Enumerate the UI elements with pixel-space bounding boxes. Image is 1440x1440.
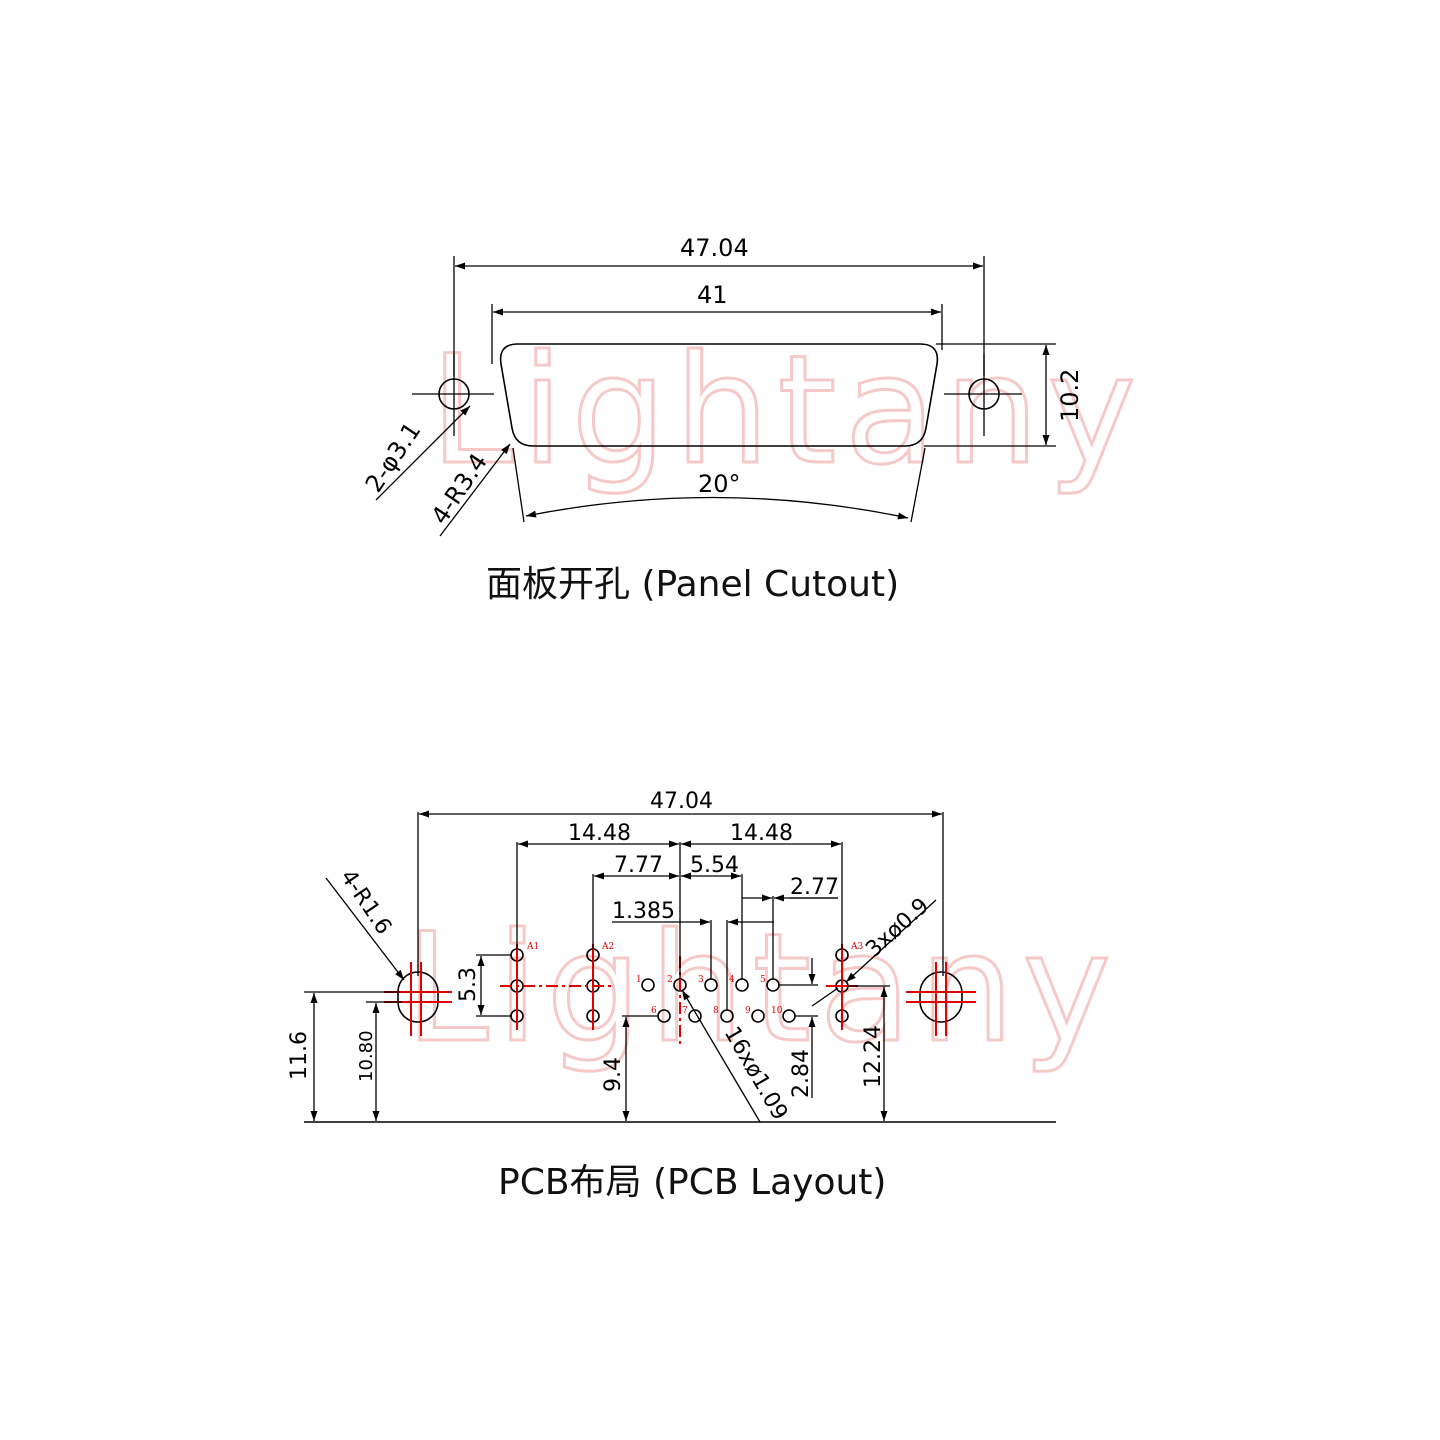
pcb-dim-1080: 10.80 xyxy=(356,1030,377,1082)
svg-text:3: 3 xyxy=(698,975,704,985)
svg-text:A2: A2 xyxy=(601,942,614,952)
svg-text:7: 7 xyxy=(682,1006,688,1016)
panel-dim-body: 41 xyxy=(697,281,728,309)
pcb-dim-left-half: 14.48 xyxy=(568,821,631,846)
power-pin-centermarks xyxy=(500,944,858,1030)
pcb-dim-284: 2.84 xyxy=(789,1049,814,1098)
pcb-dim-1385: 1.385 xyxy=(612,899,675,924)
svg-text:1: 1 xyxy=(636,975,642,985)
pcb-layout-caption: PCB布局 (PCB Layout) xyxy=(498,1162,886,1203)
pcb-dim-overall: 47.04 xyxy=(650,789,713,814)
panel-dim-holes: 2-φ3.1 xyxy=(360,417,427,497)
pcb-dim-1224: 12.24 xyxy=(861,1025,886,1088)
pcb-dim-277: 2.77 xyxy=(790,875,839,900)
pcb-dim-554: 5.54 xyxy=(690,853,739,878)
svg-text:4: 4 xyxy=(729,975,735,985)
svg-text:8: 8 xyxy=(713,1006,719,1016)
pcb-dim-right-half: 14.48 xyxy=(730,821,793,846)
pcb-dim-116: 11.6 xyxy=(287,1031,312,1080)
panel-cutout-caption: 面板开孔 (Panel Cutout) xyxy=(486,564,899,605)
pcb-dim-53: 5.3 xyxy=(456,967,481,1002)
pcb-dim-94: 9.4 xyxy=(601,1057,626,1092)
panel-cutout-outline xyxy=(499,343,939,447)
slot-centermark-right xyxy=(906,962,976,1036)
pcb-dim-777: 7.77 xyxy=(614,853,663,878)
panel-dim-overall: 47.04 xyxy=(680,234,749,262)
svg-text:A1: A1 xyxy=(526,942,539,952)
svg-text:A3: A3 xyxy=(850,942,863,952)
panel-dim-angle: 20° xyxy=(698,470,741,498)
svg-text:6: 6 xyxy=(651,1006,657,1016)
svg-text:5: 5 xyxy=(760,975,766,985)
svg-text:10: 10 xyxy=(771,1006,783,1016)
svg-text:2: 2 xyxy=(667,975,673,985)
watermark-top: Lightany xyxy=(430,324,1144,498)
panel-dim-height: 10.2 xyxy=(1056,369,1084,422)
pin-labels: A1 A2 A3 1 2 3 4 5 6 7 8 9 10 xyxy=(526,942,863,1016)
mounting-slot-right xyxy=(919,971,963,1023)
svg-text:9: 9 xyxy=(745,1006,751,1016)
